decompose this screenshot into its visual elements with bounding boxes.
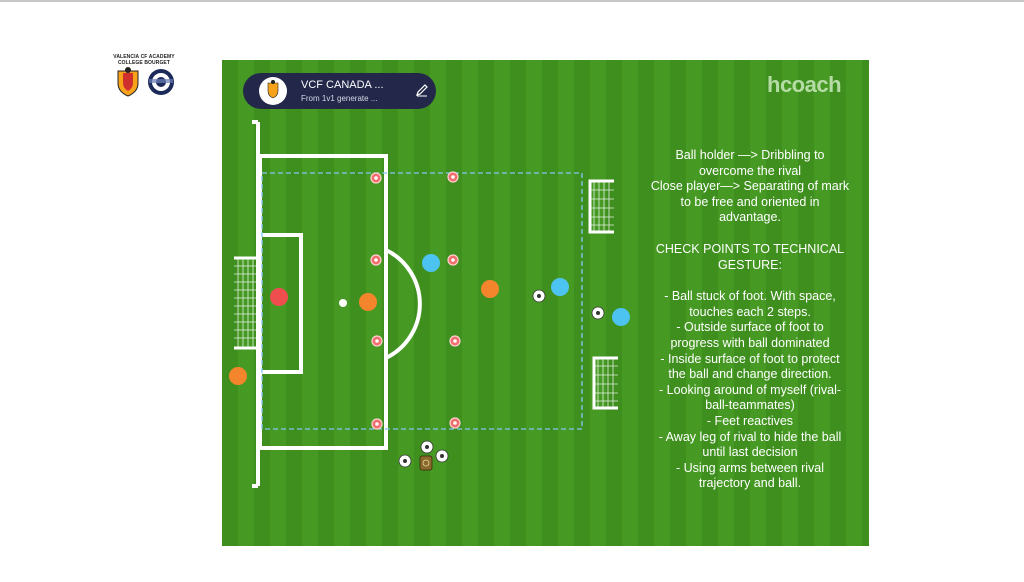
check-point: until last decision [702, 445, 798, 460]
session-title: VCF CANADA ... [301, 79, 384, 91]
academy-name: VALENCIA CF ACADEMY [113, 54, 175, 60]
check-point: - Away leg of rival to hide the ball [658, 429, 842, 444]
club-logo-icon [259, 77, 287, 105]
check-point: - Using arms between rival [676, 460, 824, 475]
session-subtitle: From 1v1 generate ... [301, 94, 378, 103]
check-title: CHECK POINTS TO TECHNICAL [655, 241, 845, 256]
note-line: overcome the rival [698, 163, 802, 178]
left-goal [234, 256, 260, 350]
check-point: progress with ball dominated [670, 335, 830, 350]
coaching-notes: Ball holder —> Dribbling to overcome the… [622, 148, 869, 492]
check-point: touches each 2 steps. [689, 304, 811, 319]
check-point: - Looking around of myself (rival- [658, 382, 842, 397]
player-orange [359, 293, 377, 311]
player-orange [229, 367, 247, 385]
check-point: - Inside surface of foot to protect [660, 351, 840, 366]
pencil-icon[interactable] [415, 83, 429, 97]
check-point: - Outside surface of foot to [676, 320, 824, 335]
pitch-drawing [229, 120, 630, 488]
penalty-spot [339, 299, 347, 307]
work-zone [261, 172, 583, 430]
player-red [270, 288, 288, 306]
academy-school: COLLEGE BOURGET [117, 60, 171, 66]
player-orange [481, 280, 499, 298]
ball-bag-icon [419, 455, 433, 471]
mini-goal-top [588, 179, 614, 234]
player-blue [551, 278, 569, 296]
academy-logo-block: VALENCIA CF ACADEMY COLLEGE BOURGET [108, 52, 180, 98]
note-line: advantage. [719, 210, 781, 225]
player-blue [612, 308, 630, 326]
valencia-crest-icon [117, 67, 139, 97]
session-header[interactable]: VCF CANADA ... From 1v1 generate ... [243, 73, 436, 109]
brand-logo: hcoach [767, 72, 842, 97]
player-blue [422, 254, 440, 272]
college-bourget-crest-icon [148, 69, 174, 95]
goal-area [258, 233, 303, 374]
note-line: to be free and oriented in [680, 194, 820, 209]
note-line: Ball holder —> Dribbling to [675, 148, 825, 162]
penalty-arc [385, 248, 422, 360]
note-line: Close player—> Separating of mark [650, 179, 850, 194]
balls [398, 289, 605, 468]
window-top-border [0, 0, 1024, 2]
check-point: the ball and change direction. [668, 367, 832, 382]
mini-goal-bottom [592, 356, 618, 410]
training-board: VCF CANADA ... From 1v1 generate ... hco… [222, 60, 869, 546]
check-title: GESTURE: [718, 257, 782, 272]
check-point: - Ball stuck of foot. With space, [664, 289, 836, 304]
check-point: - Feet reactives [706, 413, 794, 428]
check-point: trajectory and ball. [698, 476, 802, 491]
check-point: ball-teammates) [705, 398, 795, 413]
